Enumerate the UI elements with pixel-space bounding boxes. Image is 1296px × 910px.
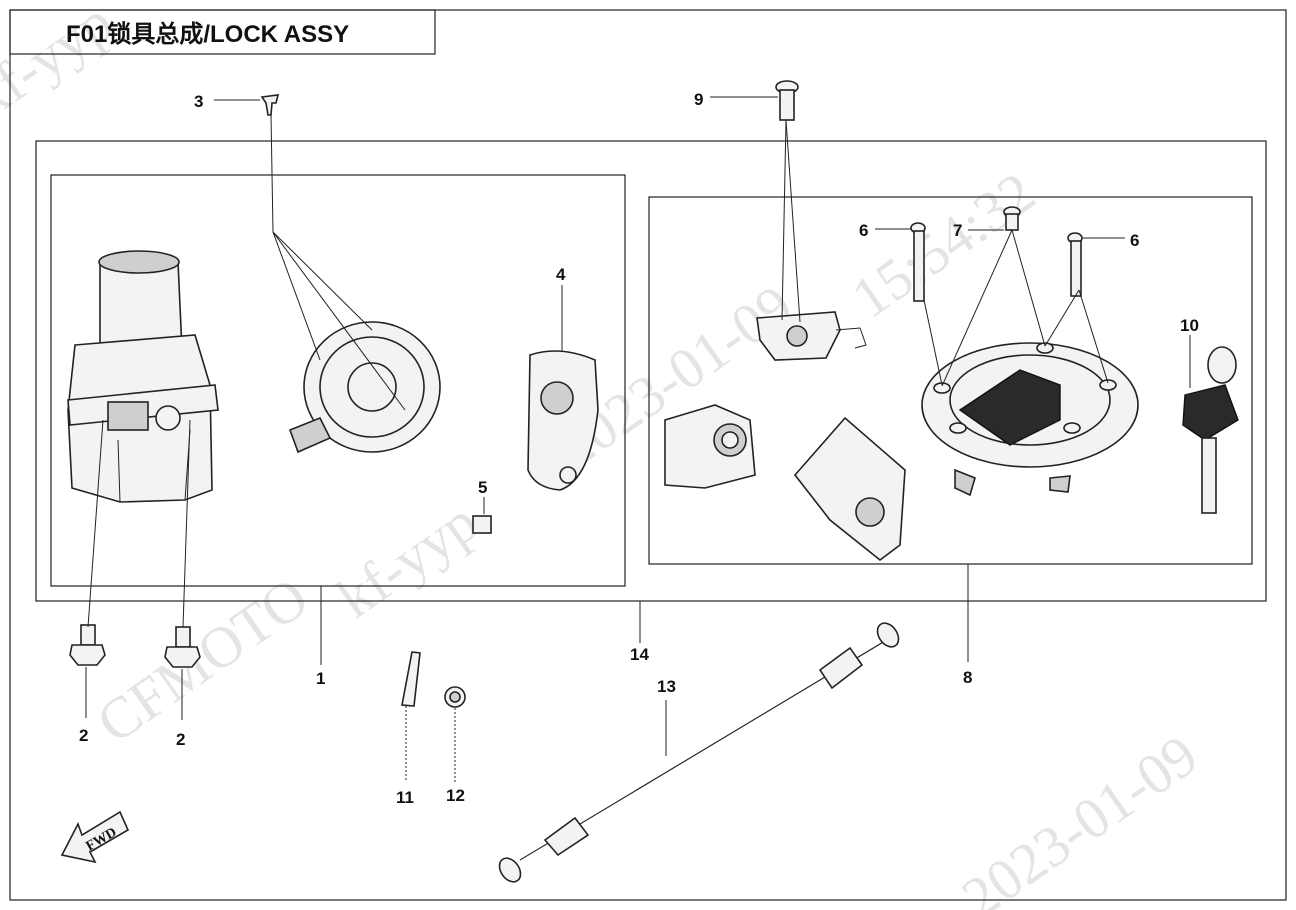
callout-14: 14 bbox=[630, 645, 649, 664]
callout-7: 7 bbox=[953, 221, 962, 240]
watermark-user: kf-yyp bbox=[325, 489, 489, 631]
fwd-arrow-icon: FWD bbox=[60, 810, 130, 864]
flange-bolt-2-right bbox=[164, 626, 201, 668]
plate-bracket bbox=[793, 416, 906, 562]
assembly-box-14 bbox=[35, 140, 1267, 602]
callout-8: 8 bbox=[963, 668, 972, 687]
callout-2-right: 2 bbox=[176, 730, 185, 749]
callout-6-left: 6 bbox=[859, 221, 868, 240]
key-10 bbox=[1182, 346, 1239, 514]
key-blank-11 bbox=[401, 651, 421, 707]
callout-13: 13 bbox=[657, 677, 676, 696]
ignition-lock-body bbox=[67, 250, 219, 503]
bolt-9 bbox=[775, 80, 799, 121]
callout-labels: 1 2 2 3 4 5 6 6 7 8 9 10 11 12 13 14 bbox=[79, 90, 1199, 807]
bolt-6-right bbox=[1067, 232, 1083, 297]
callout-11: 11 bbox=[396, 788, 414, 807]
callout-5: 5 bbox=[478, 478, 487, 497]
assembly-box-1 bbox=[50, 174, 626, 587]
bracket-small bbox=[756, 311, 867, 361]
key-fob bbox=[527, 350, 599, 491]
leader-lines bbox=[85, 96, 1191, 782]
watermark-brand: CFMOTO bbox=[85, 564, 319, 755]
watermark-date-bottom: 2023-01-09 bbox=[950, 722, 1209, 910]
callout-10: 10 bbox=[1180, 316, 1199, 335]
assembly-box-8 bbox=[648, 196, 1253, 565]
callout-12: 12 bbox=[446, 786, 465, 805]
flange-bolt-2-left bbox=[69, 624, 106, 666]
lock-ring bbox=[288, 321, 441, 454]
callout-3: 3 bbox=[194, 92, 203, 111]
fuel-cap bbox=[921, 342, 1139, 497]
emblem-12 bbox=[444, 686, 466, 708]
watermark-time: 15:54:32 bbox=[840, 159, 1046, 331]
page-title: F01锁具总成/LOCK ASSY bbox=[66, 20, 349, 48]
page-frame bbox=[9, 9, 1287, 901]
watermark-user-corner: kf-yyp bbox=[0, 0, 124, 131]
bolt-7 bbox=[1003, 206, 1021, 231]
callout-2-left: 2 bbox=[79, 726, 88, 745]
callout-4: 4 bbox=[556, 265, 566, 284]
screw-3 bbox=[260, 94, 280, 116]
bolt-6-left bbox=[910, 222, 926, 302]
cable-13 bbox=[498, 622, 900, 883]
callout-1: 1 bbox=[316, 669, 325, 688]
part-5-label bbox=[472, 515, 492, 534]
seat-lock bbox=[664, 404, 756, 489]
title-box bbox=[9, 9, 436, 55]
callout-6-right: 6 bbox=[1130, 231, 1139, 250]
callout-9: 9 bbox=[694, 90, 703, 109]
